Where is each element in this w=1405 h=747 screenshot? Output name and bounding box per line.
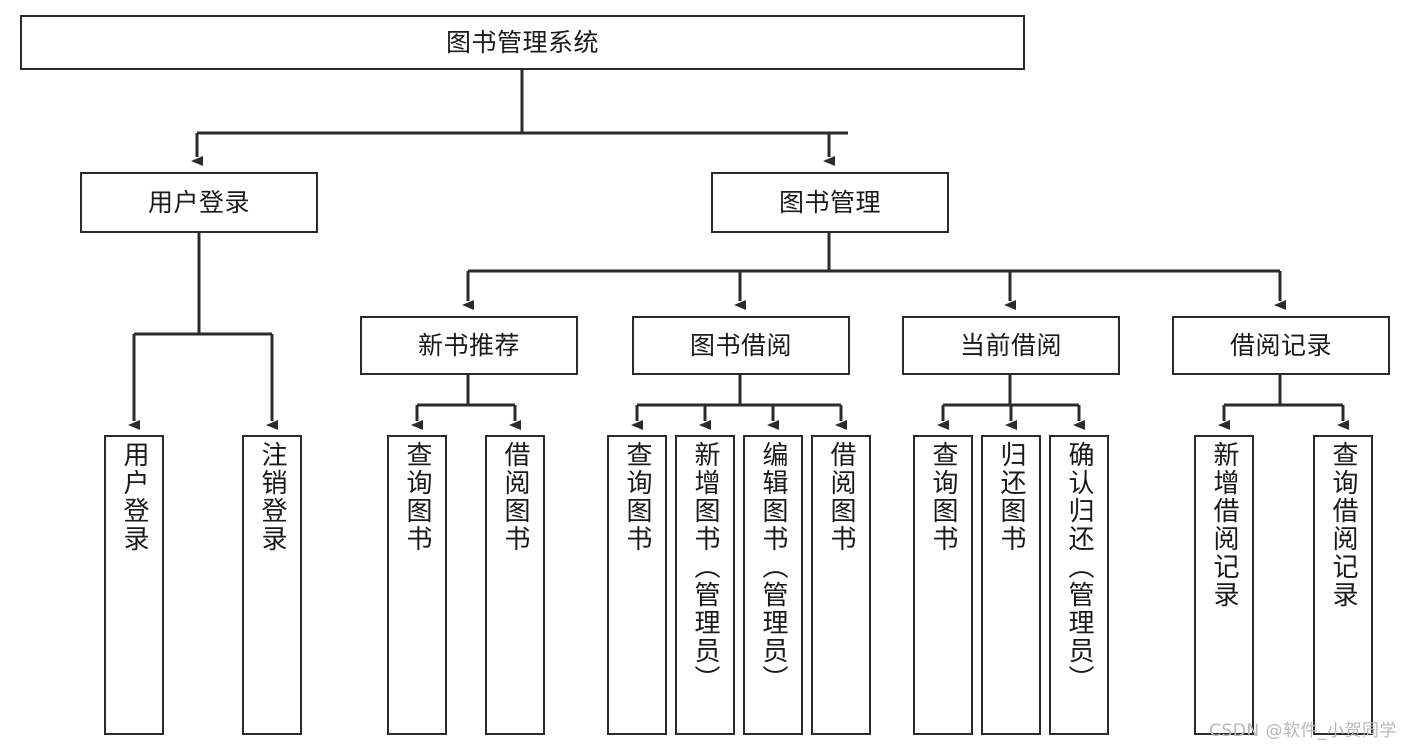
node-leaf-confirm-return[interactable]: 确认归还（管理员）: [1049, 435, 1109, 735]
node-leaf-query-record[interactable]: 查询借阅记录: [1313, 435, 1373, 735]
node-user-login-label: 用户登录: [147, 187, 250, 217]
node-leaf-query-book-2[interactable]: 查询图书: [607, 435, 667, 735]
node-leaf-return-book-label: 归还图书: [996, 441, 1026, 553]
node-leaf-edit-book-label: 编辑图书（管理员）: [758, 441, 788, 693]
node-leaf-user-logout-label: 注销登录: [257, 441, 287, 553]
node-leaf-borrow-book-1[interactable]: 借阅图书: [485, 435, 545, 735]
node-leaf-return-book[interactable]: 归还图书: [981, 435, 1041, 735]
node-new-book-recommend-label: 新书推荐: [417, 330, 520, 360]
node-leaf-query-book-3[interactable]: 查询图书: [913, 435, 973, 735]
node-root[interactable]: 图书管理系统: [20, 15, 1025, 70]
node-leaf-query-book-2-label: 查询图书: [622, 441, 652, 553]
node-leaf-query-book-1-label: 查询图书: [402, 441, 432, 553]
node-book-borrow[interactable]: 图书借阅: [632, 316, 850, 375]
node-leaf-query-book-1[interactable]: 查询图书: [387, 435, 447, 735]
node-root-label: 图书管理系统: [445, 27, 599, 57]
node-leaf-add-book[interactable]: 新增图书（管理员）: [675, 435, 735, 735]
node-book-manage[interactable]: 图书管理: [711, 172, 949, 233]
node-leaf-edit-book[interactable]: 编辑图书（管理员）: [743, 435, 803, 735]
node-leaf-add-record-label: 新增借阅记录: [1209, 441, 1239, 609]
node-user-login[interactable]: 用户登录: [80, 172, 318, 233]
node-current-borrow[interactable]: 当前借阅: [902, 316, 1120, 375]
node-leaf-user-logout[interactable]: 注销登录: [242, 435, 302, 735]
node-current-borrow-label: 当前借阅: [959, 330, 1062, 360]
node-leaf-user-login-label: 用户登录: [119, 441, 149, 553]
node-borrow-record-label: 借阅记录: [1229, 330, 1332, 360]
node-leaf-borrow-book-2[interactable]: 借阅图书: [811, 435, 871, 735]
csdn-watermark: CSDN @软件_小贺同学: [1209, 721, 1397, 741]
node-leaf-add-book-label: 新增图书（管理员）: [690, 441, 720, 693]
node-leaf-query-record-label: 查询借阅记录: [1328, 441, 1358, 609]
node-leaf-user-login[interactable]: 用户登录: [104, 435, 164, 735]
node-leaf-confirm-return-label: 确认归还（管理员）: [1064, 441, 1094, 693]
node-book-manage-label: 图书管理: [778, 187, 881, 217]
node-leaf-borrow-book-2-label: 借阅图书: [826, 441, 856, 553]
node-book-borrow-label: 图书借阅: [689, 330, 792, 360]
node-leaf-add-record[interactable]: 新增借阅记录: [1194, 435, 1254, 735]
node-borrow-record[interactable]: 借阅记录: [1172, 316, 1390, 375]
node-leaf-query-book-3-label: 查询图书: [928, 441, 958, 553]
node-leaf-borrow-book-1-label: 借阅图书: [500, 441, 530, 553]
node-new-book-recommend[interactable]: 新书推荐: [360, 316, 578, 375]
